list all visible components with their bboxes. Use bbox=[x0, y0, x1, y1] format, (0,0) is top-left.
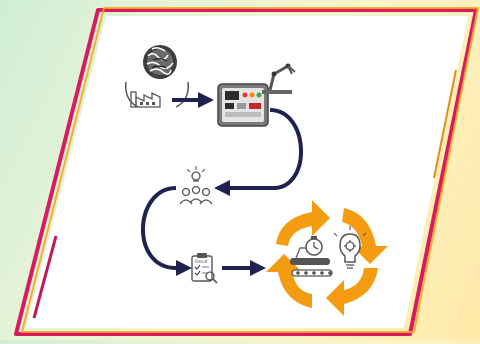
report-header-text: Result bbox=[195, 259, 208, 264]
frame-accent-left bbox=[32, 235, 58, 319]
flow-arrow-2 bbox=[214, 108, 303, 196]
robotic-arm-icon bbox=[262, 63, 296, 94]
team-idea-icon bbox=[179, 166, 213, 205]
frame-outer-magenta bbox=[14, 8, 478, 336]
circular-arrows-icon bbox=[266, 200, 388, 316]
factory-in-hands-icon bbox=[125, 81, 189, 108]
frame-outer-orange bbox=[21, 7, 479, 333]
frame bbox=[14, 7, 479, 336]
frame-accent-right bbox=[433, 69, 457, 179]
raw-material-texture-icon bbox=[143, 45, 177, 79]
conveyor-timer-icon bbox=[290, 236, 333, 277]
white-panel bbox=[26, 16, 468, 328]
lightbulb-gear-icon bbox=[333, 226, 367, 269]
clipboard-report-icon: Result bbox=[191, 253, 218, 284]
flow-arrow-3 bbox=[141, 186, 192, 276]
control-panel-machine-icon bbox=[217, 83, 269, 127]
